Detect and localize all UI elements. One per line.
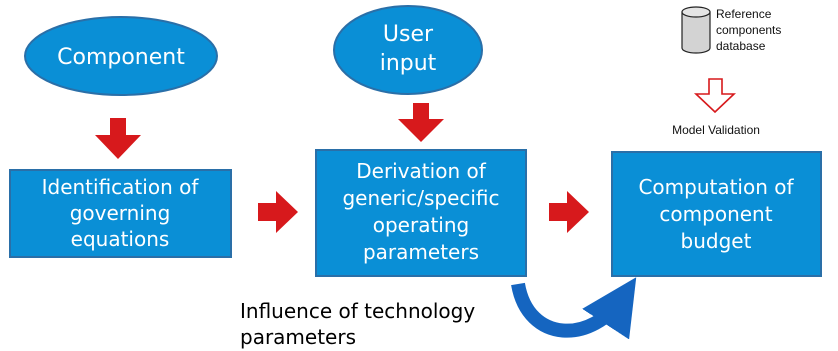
influence-label-line-2: parameters	[240, 325, 356, 349]
derivation-line-3: operating	[373, 213, 469, 237]
influence-label-line-1: Influence of technology	[240, 299, 475, 323]
database-label-line-2: components	[716, 23, 781, 37]
user-input-down-arrow-icon	[398, 103, 444, 142]
validation-down-arrow-icon	[693, 78, 737, 114]
technology-influence-curved-arrow-icon	[511, 277, 637, 340]
derivation-node: Derivation of generic/specific operating…	[315, 149, 527, 277]
identification-line-1: Identification of	[42, 175, 200, 199]
derivation-line-1: Derivation of	[356, 159, 486, 183]
derivation-line-4: parameters	[363, 240, 479, 264]
identification-node: Identification of governing equations	[9, 169, 232, 258]
derivation-to-computation-arrow-icon	[549, 191, 589, 233]
component-down-arrow-icon	[95, 118, 141, 159]
computation-line-2: component	[659, 202, 772, 226]
component-label: Component	[57, 45, 185, 70]
identification-to-derivation-arrow-icon	[258, 191, 298, 233]
component-node: Component	[24, 16, 218, 96]
computation-node: Computation of component budget	[611, 151, 822, 277]
database-label-line-1: Reference	[716, 7, 772, 21]
user-input-node: User input	[333, 5, 483, 95]
computation-line-3: budget	[681, 229, 752, 253]
model-validation-label: Model Validation	[672, 123, 760, 137]
identification-line-2: governing	[70, 201, 171, 225]
derivation-line-2: generic/specific	[342, 186, 499, 210]
identification-line-3: equations	[71, 227, 170, 251]
database-cylinder-icon	[681, 6, 711, 54]
computation-line-1: Computation of	[638, 175, 794, 199]
database-label-line-3: database	[716, 39, 766, 53]
user-input-line-1: User	[383, 22, 434, 47]
user-input-line-2: input	[380, 51, 437, 76]
